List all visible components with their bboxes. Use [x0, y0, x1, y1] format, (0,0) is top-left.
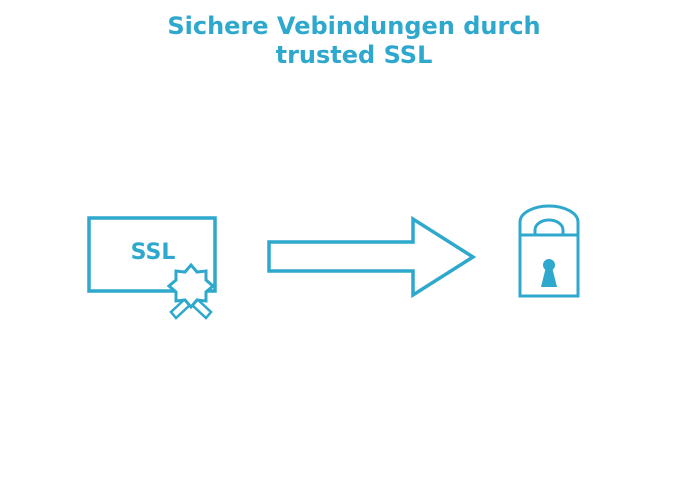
title-line-1: Sichere Vebindungen durch	[167, 12, 541, 40]
certificate-icon	[87, 216, 217, 293]
title-line-2: trusted SSL	[275, 41, 433, 69]
certificate-ssl-label: SSL	[130, 240, 176, 265]
padlock-icon	[518, 204, 580, 298]
seal-icon	[166, 262, 216, 320]
page-title: Sichere Vebindungen durch trusted SSL	[0, 12, 700, 70]
arrow-right-icon	[267, 215, 477, 299]
